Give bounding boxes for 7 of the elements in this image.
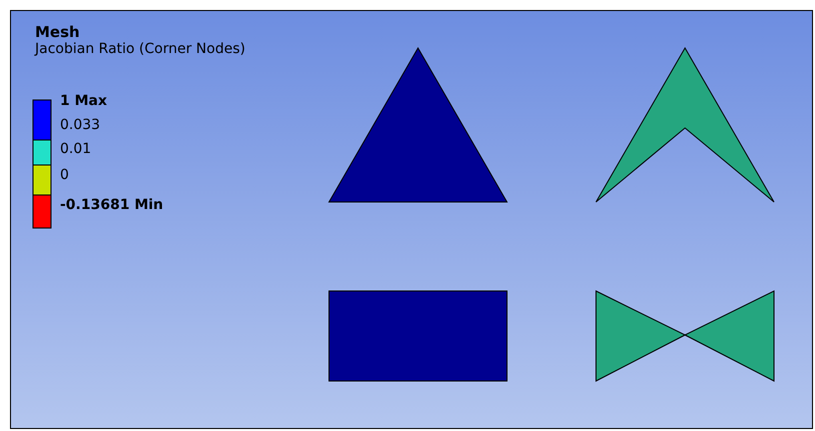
plot-title: Mesh <box>35 23 80 41</box>
plot-subtitle: Jacobian Ratio (Corner Nodes) <box>35 41 246 57</box>
scale-value-label: 1 Max <box>60 93 108 109</box>
scale-value-label: 0.033 <box>60 117 100 133</box>
scale-value-label: 0.01 <box>60 141 92 157</box>
scale-value-label: 0 <box>60 167 69 183</box>
scale-value-label: -0.13681 Min <box>60 197 164 213</box>
